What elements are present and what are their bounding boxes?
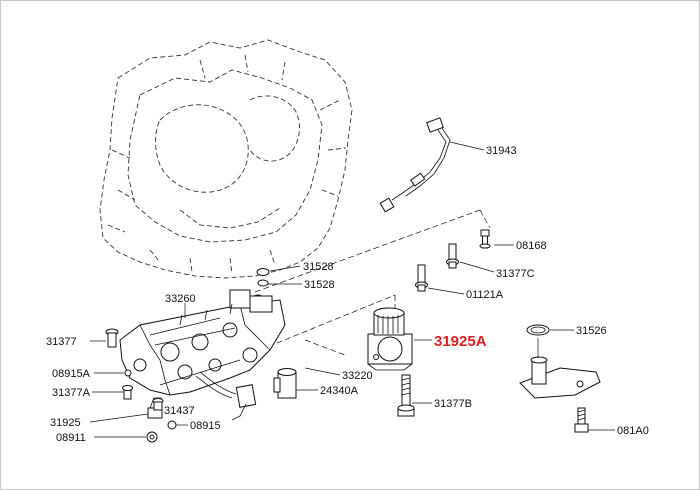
part-label-31925[interactable]: 31925 bbox=[50, 417, 81, 429]
solenoid-24340A-icon bbox=[273, 368, 297, 399]
part-label-01121A[interactable]: 01121A bbox=[466, 289, 504, 301]
bolt-08911-icon bbox=[146, 431, 158, 443]
o-ring-31526-icon bbox=[526, 324, 550, 336]
part-label-31377A[interactable]: 31377A bbox=[52, 387, 91, 399]
part-label-31925A-highlighted[interactable]: 31925A bbox=[434, 333, 487, 350]
part-label-31377[interactable]: 31377 bbox=[46, 336, 77, 348]
washer-08915-icon bbox=[167, 420, 177, 430]
solenoid-valve-31925A-icon bbox=[367, 307, 413, 371]
leader-lines bbox=[89, 141, 615, 438]
part-label-33260[interactable]: 33260 bbox=[165, 293, 196, 305]
part-label-33220[interactable]: 33220 bbox=[342, 370, 373, 382]
bolt-31437-icon bbox=[152, 398, 164, 411]
part-label-08915[interactable]: 08915 bbox=[190, 420, 221, 432]
part-label-31526[interactable]: 31526 bbox=[576, 325, 607, 337]
part-label-08911[interactable]: 08911 bbox=[56, 432, 86, 444]
part-label-31377B[interactable]: 31377B bbox=[434, 398, 472, 410]
bolt-01121A-icon bbox=[415, 264, 428, 292]
bolt-31377-icon bbox=[105, 328, 119, 348]
part-label-31377C[interactable]: 31377C bbox=[496, 268, 535, 280]
part-label-31528-upper[interactable]: 31528 bbox=[303, 261, 334, 273]
transmission-housing-outline-icon bbox=[99, 39, 353, 279]
part-label-31943[interactable]: 31943 bbox=[486, 145, 517, 157]
washer-08915A-icon bbox=[124, 369, 132, 377]
part-label-31528-lower[interactable]: 31528 bbox=[304, 279, 335, 291]
part-label-24340A[interactable]: 24340A bbox=[320, 385, 359, 397]
part-label-08915A[interactable]: 08915A bbox=[52, 368, 91, 380]
filter-cap-icon bbox=[519, 356, 601, 399]
part-label-081A0[interactable]: 081A0 bbox=[617, 425, 649, 437]
oil-temperature-sensor-harness-icon bbox=[379, 117, 451, 213]
part-label-08168[interactable]: 08168 bbox=[516, 240, 547, 252]
bolt-31377A-icon bbox=[122, 385, 133, 400]
part-label-31437[interactable]: 31437 bbox=[164, 405, 195, 417]
bolt-31377C-icon bbox=[446, 243, 459, 269]
bolt-08168-icon bbox=[479, 229, 491, 249]
valve-body-icon bbox=[119, 289, 286, 421]
bolt-081A0-icon bbox=[574, 407, 589, 433]
bolt-31377B-icon bbox=[397, 374, 415, 417]
